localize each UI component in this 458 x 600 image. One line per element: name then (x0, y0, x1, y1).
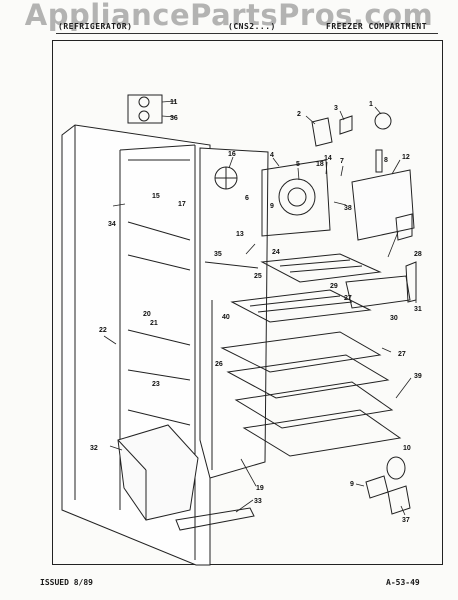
callout-36: 36 (170, 115, 178, 122)
callout-9b: 9 (350, 481, 354, 488)
callout-5: 5 (296, 161, 300, 168)
evaporator-cover (351, 169, 415, 241)
kick-plate (175, 507, 255, 531)
callout-10: 10 (403, 445, 411, 452)
callout-17: 17 (178, 201, 186, 208)
callout-24: 24 (272, 249, 280, 256)
callout-7: 7 (340, 158, 344, 165)
callout-13: 13 (236, 231, 244, 238)
callout-3: 3 (334, 105, 338, 112)
wire-shelf-upper (260, 253, 382, 283)
callout-33: 33 (254, 498, 262, 505)
callout-40: 40 (222, 314, 230, 321)
callout-28: 28 (414, 251, 422, 258)
callout-34: 34 (108, 221, 116, 228)
fan-motor-assembly (214, 159, 331, 237)
callout-2: 2 (297, 111, 301, 118)
callout-19: 19 (256, 485, 264, 492)
header-model-left: (REFRIGERATOR) (58, 22, 133, 31)
callout-38: 38 (344, 205, 352, 212)
callout-26: 26 (215, 361, 223, 368)
callout-numbers: 11 36 3 2 1 16 4 5 14 18 7 8 12 15 6 17 … (90, 99, 422, 524)
callout-1: 1 (369, 101, 373, 108)
freezer-door-panel (199, 147, 269, 479)
callout-31: 31 (414, 306, 422, 313)
issued-date: ISSUED 8/89 (40, 578, 93, 587)
callout-27b: 27 (398, 351, 406, 358)
freezer-pan (345, 261, 417, 309)
callout-29: 29 (330, 283, 338, 290)
callout-18: 18 (316, 161, 324, 168)
callout-12: 12 (402, 154, 410, 161)
callout-32: 32 (90, 445, 98, 452)
watermark: AppliancePartsPros.com (24, 0, 434, 32)
callout-14: 14 (324, 155, 332, 162)
callout-39: 39 (414, 373, 422, 380)
wire-shelf-lower (220, 331, 402, 457)
callout-15: 15 (152, 193, 160, 200)
damper-parts (127, 94, 392, 173)
callout-22: 22 (99, 327, 107, 334)
wire-shelf-middle (230, 289, 372, 323)
callout-16: 16 (228, 151, 236, 158)
header-section-title: FREEZER COMPARTMENT (326, 22, 428, 31)
ice-bin (117, 424, 199, 521)
callout-23: 23 (152, 381, 160, 388)
callout-20: 20 (143, 311, 151, 318)
callout-4: 4 (270, 152, 274, 159)
callout-11: 11 (170, 99, 178, 106)
diagram-frame (52, 40, 443, 565)
callout-6: 6 (245, 195, 249, 202)
callout-21: 21 (150, 320, 158, 327)
callout-30: 30 (390, 315, 398, 322)
page-code: A-53-49 (386, 578, 420, 587)
callout-37: 37 (402, 517, 410, 524)
callout-9: 9 (270, 203, 274, 210)
light-assembly (365, 456, 411, 515)
header-model-center: (CNS2...) (228, 22, 276, 31)
callout-leaders (103, 100, 417, 516)
callout-27: 27 (344, 295, 352, 302)
callout-25: 25 (254, 273, 262, 280)
callout-8: 8 (384, 157, 388, 164)
header-rule (56, 33, 438, 34)
callout-35: 35 (214, 251, 222, 258)
